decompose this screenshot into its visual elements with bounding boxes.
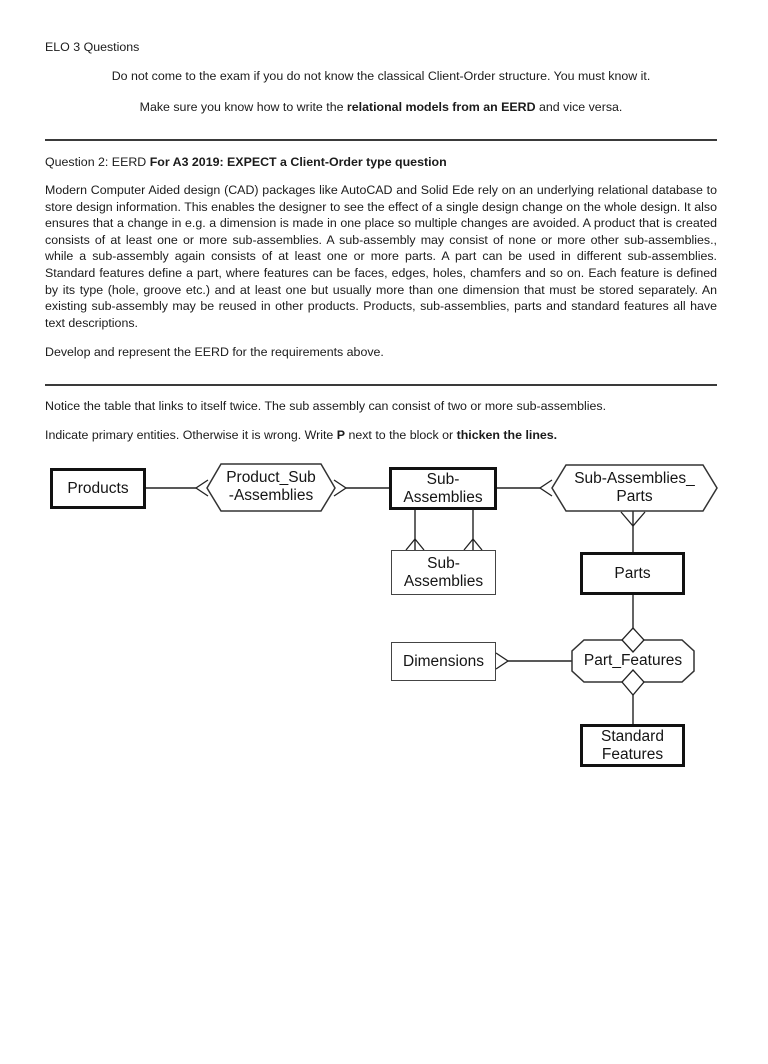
- crowsfoot-sap-bottom-icon: [620, 511, 646, 528]
- indicate-s1: Indicate primary entities. Otherwise it …: [45, 428, 337, 443]
- entity-sub-assemblies: Sub- Assemblies: [389, 467, 497, 511]
- advice-line: Make sure you know how to write the rela…: [45, 100, 717, 114]
- document-text: ELO 3 Questions Do not come to the exam …: [45, 40, 717, 442]
- entity-standard-features-line2: Features: [601, 745, 664, 763]
- doc-title: ELO 3 Questions: [45, 40, 140, 54]
- question-body: Modern Computer Aided design (CAD) packa…: [45, 183, 717, 330]
- entity-dimensions-label: Dimensions: [403, 652, 484, 670]
- diagram-connectors: [146, 463, 718, 725]
- entity-standard-features-line1: Standard: [601, 727, 664, 745]
- octagon-part-features: [571, 639, 695, 684]
- entity-standard-features: Standard Features: [580, 724, 685, 768]
- crowsfoot-dimensions-right-icon: [495, 652, 510, 670]
- diamond-partfeatures-bottom-icon: [621, 669, 645, 697]
- question-bold: For A3 2019: EXPECT a Client-Order type …: [149, 155, 447, 169]
- crowsfoot-self-right-icon: [463, 538, 483, 551]
- warning-line: Do not come to the exam if you do not kn…: [111, 69, 651, 83]
- entity-sub-assemblies-copy-line1: Sub-: [427, 554, 460, 572]
- question-pre: Question 2: EERD: [45, 155, 150, 169]
- crowsfoot-productsub-right-icon: [333, 479, 348, 497]
- question-heading: Question 2: EERD For A3 2019: EXPECT a C…: [45, 155, 717, 169]
- advice-post: and vice versa.: [535, 100, 623, 114]
- horizontal-rule-bottom: [45, 384, 717, 387]
- entity-sub-assemblies-copy-line2: Assemblies: [403, 572, 484, 590]
- notice-line: Notice the table that links to itself tw…: [45, 399, 607, 414]
- entity-sub-assemblies-line2: Assemblies: [403, 488, 483, 506]
- horizontal-rule-top: [45, 139, 717, 141]
- crowsfoot-productsub-left-icon: [194, 479, 209, 497]
- indicate-b2: thicken the lines.: [456, 428, 558, 443]
- entity-sub-assemblies-line1: Sub-: [426, 470, 460, 488]
- eerd-diagram: Products Product_Sub -Assemblies Sub- As…: [0, 452, 768, 782]
- entity-parts: Parts: [580, 552, 685, 596]
- task-line: Develop and represent the EERD for the r…: [45, 345, 384, 360]
- hexagon-product-sub-assemblies: [206, 463, 336, 513]
- crowsfoot-sap-left-icon: [538, 479, 553, 497]
- diamond-partfeatures-top-icon: [621, 627, 645, 654]
- advice-bold: relational models from an EERD: [346, 100, 536, 114]
- advice-pre: Make sure you know how to write the: [139, 100, 347, 114]
- indicate-s2: next to the block or: [345, 428, 457, 443]
- hexagon-sub-assemblies-parts: [551, 464, 718, 513]
- entity-sub-assemblies-copy: Sub- Assemblies: [391, 550, 496, 596]
- indicate-line: Indicate primary entities. Otherwise it …: [45, 428, 717, 442]
- indicate-b1: P: [336, 428, 346, 443]
- entity-products: Products: [50, 468, 146, 510]
- crowsfoot-self-left-icon: [405, 538, 425, 551]
- entity-parts-label: Parts: [614, 564, 651, 582]
- entity-products-label: Products: [67, 479, 129, 497]
- entity-dimensions: Dimensions: [391, 642, 496, 682]
